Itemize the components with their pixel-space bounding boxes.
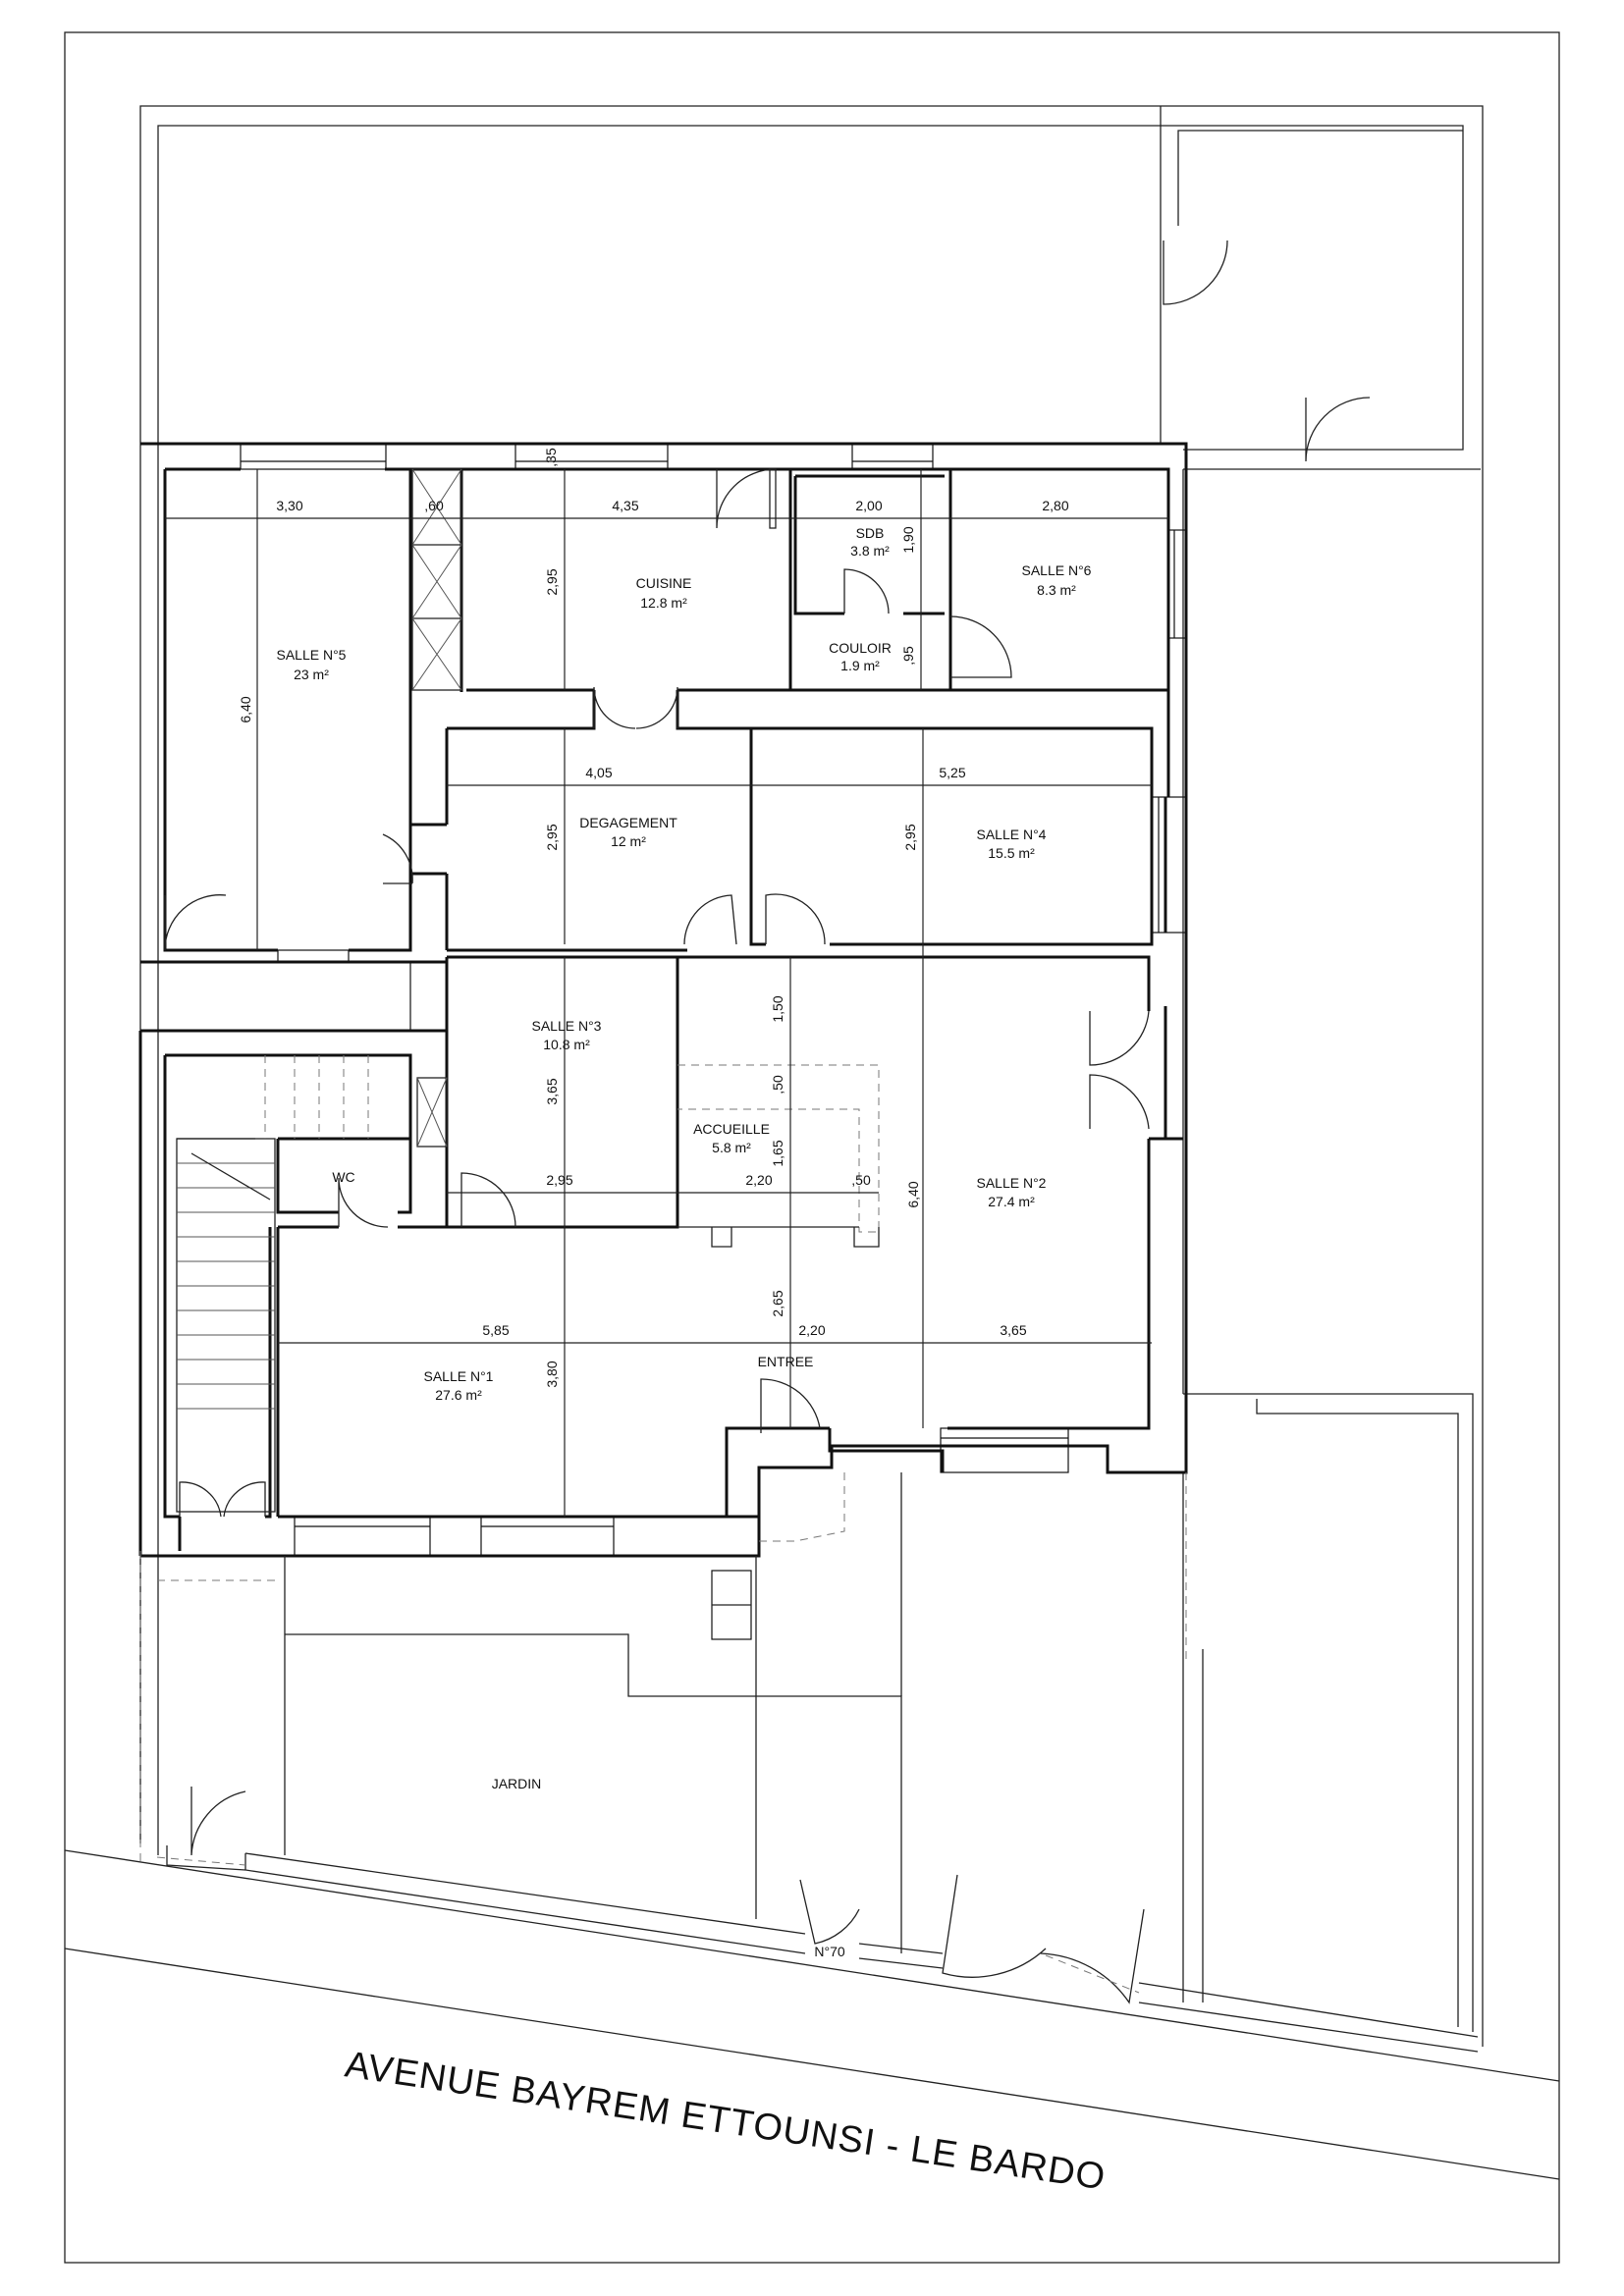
room-salle1-area: 27.6 m² (435, 1387, 482, 1403)
dim-035: ,35 (543, 448, 559, 467)
room-accueil-area: 5.8 m² (712, 1140, 751, 1155)
dim-295-deg: 2,95 (544, 824, 560, 850)
dim-640-salle2: 6,40 (905, 1181, 921, 1207)
dimension-labels: 3,30 ,60 4,35 ,35 2,00 1,90 2,80 2,95 ,9… (238, 448, 1069, 1388)
dim-150: 1,50 (770, 995, 785, 1022)
room-salle1-name: SALLE N°1 (424, 1368, 494, 1384)
dim-190: 1,90 (900, 526, 916, 553)
room-cuisine-area: 12.8 m² (640, 595, 687, 611)
dim-220-h: 2,20 (745, 1172, 772, 1188)
room-entree-name: ENTREE (758, 1354, 814, 1369)
room-sdb-area: 3.8 m² (850, 543, 890, 559)
dim-405: 4,05 (585, 765, 612, 780)
street-number: N°70 (814, 1944, 844, 1959)
room-salle6-name: SALLE N°6 (1022, 562, 1092, 578)
room-couloir-name: COULOIR (829, 640, 892, 656)
dim-265: 2,65 (770, 1290, 785, 1316)
dim-295-cuisine: 2,95 (544, 568, 560, 595)
room-salle6-area: 8.3 m² (1037, 582, 1076, 598)
room-wc-name: WC (332, 1169, 354, 1185)
dim-365-b: 3,65 (1000, 1322, 1026, 1338)
room-degagement-area: 12 m² (611, 833, 646, 849)
room-couloir-area: 1.9 m² (840, 658, 880, 673)
room-salle3-name: SALLE N°3 (532, 1018, 602, 1034)
room-salle2-name: SALLE N°2 (977, 1175, 1047, 1191)
dim-380: 3,80 (544, 1361, 560, 1387)
dim-435: 4,35 (612, 498, 638, 513)
lot-lines (139, 1472, 1187, 1953)
room-salle5-name: SALLE N°5 (277, 647, 347, 663)
dim-050-h: ,50 (851, 1172, 871, 1188)
dim-060: ,60 (424, 498, 444, 513)
room-cuisine-name: CUISINE (636, 575, 692, 591)
room-salle4-name: SALLE N°4 (977, 827, 1047, 842)
dim-280: 2,80 (1042, 498, 1068, 513)
dim-200: 2,00 (855, 498, 882, 513)
dimension-lines (165, 469, 1168, 1517)
room-salle5-area: 23 m² (294, 667, 329, 682)
property-boundary (139, 105, 1484, 2047)
dim-050-v: ,50 (770, 1075, 785, 1095)
room-salle4-area: 15.5 m² (988, 845, 1035, 861)
partitions (176, 468, 880, 1513)
dim-165: 1,65 (770, 1140, 785, 1166)
room-salle3-area: 10.8 m² (543, 1037, 590, 1052)
staircase (176, 1055, 369, 1513)
windows (240, 443, 1187, 1640)
dim-525: 5,25 (939, 765, 965, 780)
dim-585: 5,85 (482, 1322, 509, 1338)
sheet-frame (64, 31, 1560, 2264)
room-accueil-name: ACCUEILLE (693, 1121, 770, 1137)
street-name: AVENUE BAYREM ETTOUNSI - LE BARDO (343, 2044, 1109, 2198)
dim-640-salle5: 6,40 (238, 696, 253, 722)
dim-365: 3,65 (544, 1078, 560, 1104)
dim-220-b: 2,20 (798, 1322, 825, 1338)
dim-095: ,95 (900, 646, 916, 666)
dim-330: 3,30 (276, 498, 302, 513)
dim-295-h: 2,95 (546, 1172, 572, 1188)
room-labels: SALLE N°5 23 m² CUISINE 12.8 m² SDB 3.8 … (277, 525, 1092, 1791)
doors (164, 240, 1371, 2004)
room-salle2-area: 27.4 m² (988, 1194, 1035, 1209)
room-degagement-name: DEGAGEMENT (579, 815, 677, 830)
street-front (64, 1845, 1560, 2180)
dim-295-s4: 2,95 (902, 824, 918, 850)
room-sdb-name: SDB (856, 525, 885, 541)
room-jardin-name: JARDIN (492, 1776, 542, 1791)
